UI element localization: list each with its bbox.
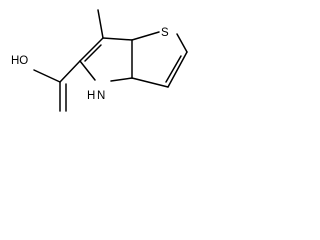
bond-s1-c2 xyxy=(176,33,188,53)
bond-c6a-s1 xyxy=(131,31,160,41)
nitrogen-label: N xyxy=(97,90,105,102)
structure-canvas: S HO H N xyxy=(0,0,203,125)
molecule-drawing: S HO H N xyxy=(11,9,188,112)
methyl-bond xyxy=(97,9,104,39)
sulfur-label: S xyxy=(161,27,169,39)
bond-c6-c6a xyxy=(102,37,133,41)
bond-c6-c5-double-inner xyxy=(84,44,102,62)
bond-c3-c3a xyxy=(131,77,169,88)
bond-c5-carboxyl xyxy=(59,60,81,83)
bond-c6-c5-double xyxy=(79,37,104,62)
bond-c2-c3-double-inner xyxy=(165,55,182,83)
bond-c2-c3-double xyxy=(167,51,188,88)
bond-n4-c3a xyxy=(110,77,133,82)
amine-hydrogen-label: H xyxy=(87,90,95,102)
hydroxyl-label: HO xyxy=(11,55,28,67)
bond-c5-n4 xyxy=(79,60,96,81)
bond-carboxyl-oh xyxy=(33,69,61,83)
